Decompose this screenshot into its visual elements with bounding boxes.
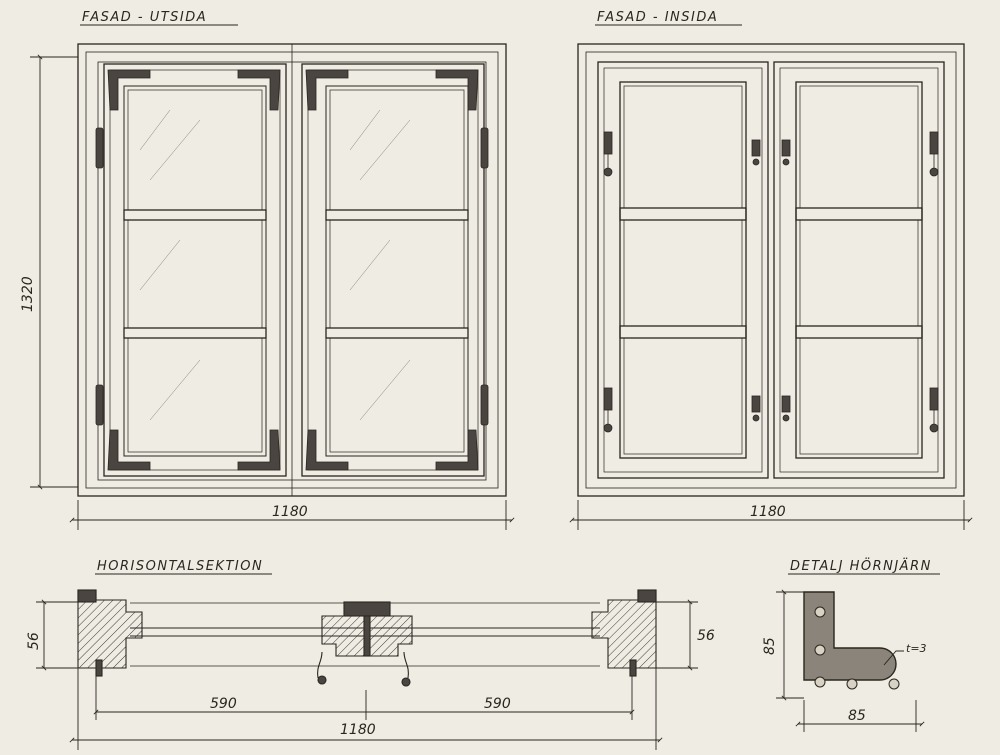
dim-detail-height: 85 [762, 637, 778, 655]
outer-frame-inside [577, 43, 965, 497]
dim-section-depth-right: 56 [697, 628, 715, 644]
dim-detail-width: 85 [848, 708, 866, 724]
dim-height: 1320 [20, 276, 36, 312]
dim-half-right: 590 [484, 696, 511, 712]
outside-right-sash [301, 63, 485, 477]
dim-width-inside: 1180 [750, 504, 786, 520]
dim-width-outside: 1180 [272, 504, 308, 520]
outside-left-sash [103, 63, 287, 477]
facade-outside [77, 43, 507, 497]
title-corner-detail: DETALJ HÖRNJÄRN [790, 557, 932, 574]
corner-iron-icon [107, 69, 479, 471]
latch-hook-icon [603, 131, 939, 433]
dim-section-total: 1180 [340, 722, 376, 738]
title-facade-outside: FASAD - UTSIDA [82, 10, 207, 25]
facade-inside [577, 43, 965, 497]
horizontal-section [77, 589, 657, 687]
title-horizontal-section: HORISONTALSEKTION [97, 559, 263, 574]
hinge-icon [95, 127, 489, 426]
title-facade-inside: FASAD - INSIDA [597, 10, 718, 25]
dim-half-left: 590 [210, 696, 237, 712]
dim-thickness: t=3 [906, 642, 927, 655]
corner-iron-detail-icon [803, 591, 900, 690]
dim-section-depth-left: 56 [26, 632, 42, 650]
